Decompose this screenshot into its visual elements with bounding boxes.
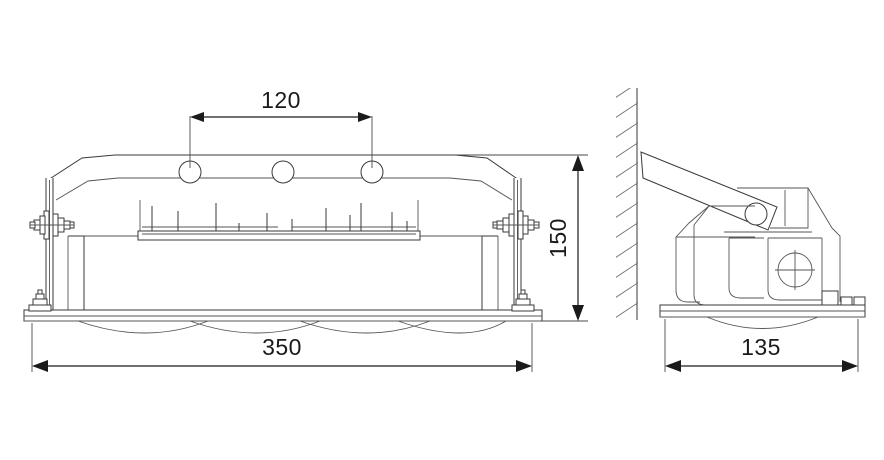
dimension-label-150: 150	[545, 218, 571, 258]
dimension-overall-depth: 135	[664, 319, 859, 372]
side-view-lens-arc	[660, 316, 865, 329]
front-view-top-holes	[178, 160, 384, 184]
front-view-heatsink	[137, 200, 421, 241]
side-view-mounting-arm	[640, 151, 778, 231]
dimension-hole-spacing: 120	[189, 87, 373, 168]
dimension-label-120: 120	[261, 87, 301, 113]
front-view-base-plate	[23, 309, 543, 322]
dimension-label-135: 135	[741, 334, 781, 360]
side-view-body	[675, 205, 841, 306]
side-view: 135	[616, 88, 866, 372]
mounting-hole-center	[271, 160, 295, 184]
front-view-lens-arcs	[24, 320, 542, 334]
arm-pivot-hole	[744, 202, 768, 226]
front-view-left-foot-bolt	[28, 289, 52, 312]
front-view-left-hinge-bolt	[29, 210, 75, 240]
dimension-overall-width: 350	[31, 323, 533, 372]
front-view: 120 350 150	[23, 87, 588, 372]
side-view-crosshair-boss	[775, 250, 815, 290]
front-view-right-foot-bolt	[511, 289, 535, 312]
front-view-left-bracket	[45, 178, 54, 316]
side-view-wall	[616, 88, 638, 320]
dimension-overall-height: 150	[455, 154, 588, 322]
front-view-body	[67, 235, 499, 314]
front-view-right-hinge-bolt	[492, 210, 540, 240]
side-view-upper-block	[737, 187, 833, 229]
dimension-label-350: 350	[262, 334, 302, 360]
wall-hatch-pattern	[616, 88, 638, 318]
side-view-base-plate	[659, 304, 866, 318]
